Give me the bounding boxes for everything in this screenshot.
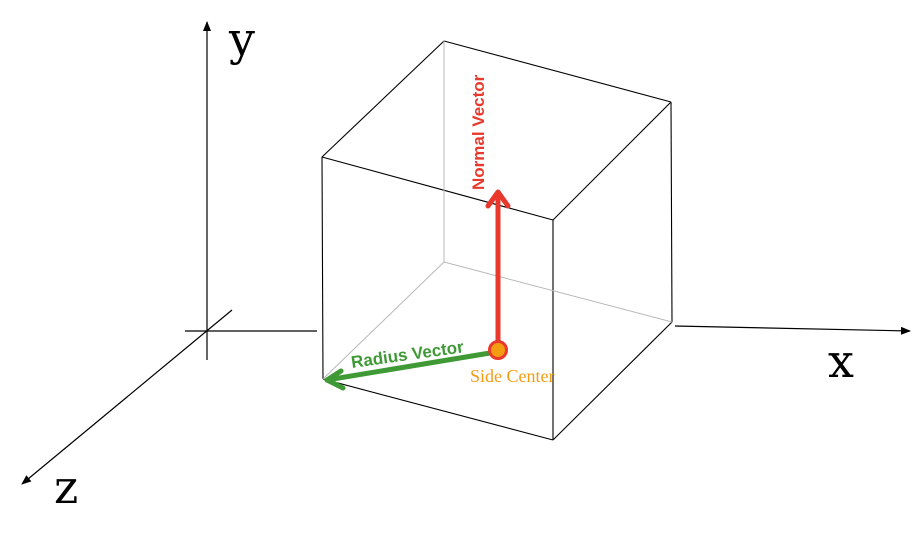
normal-vector-label: Normal Vector (469, 74, 488, 190)
y-axis-label: y (228, 12, 255, 66)
side-center-label: Side Center (470, 366, 554, 386)
x-axis-line-right (674, 325, 911, 335)
cube-hidden-edge (322, 261, 445, 380)
cube-edge (552, 101, 672, 221)
cube-edge (670, 101, 673, 323)
radius-vector-shaft (324, 349, 499, 383)
radius-vector-head (324, 368, 346, 391)
cube-hidden-edges (322, 41, 673, 380)
cube-hidden-edge (443, 261, 673, 323)
coordinate-axes (21, 21, 911, 485)
cube-edge (322, 378, 554, 441)
cube-edge (321, 156, 554, 221)
cube-edge (552, 321, 673, 441)
normal-vector-head (485, 189, 511, 209)
side-center-point (488, 340, 508, 360)
cube-edge (443, 40, 672, 103)
cube-edge (321, 156, 324, 380)
z-axis-line (21, 309, 233, 485)
cube-edge (321, 40, 445, 158)
radius-vector (324, 349, 499, 391)
x-axis-label: x (828, 334, 854, 388)
normal-vector (485, 189, 511, 352)
cube (321, 40, 673, 441)
z-axis-label: z (54, 460, 78, 514)
